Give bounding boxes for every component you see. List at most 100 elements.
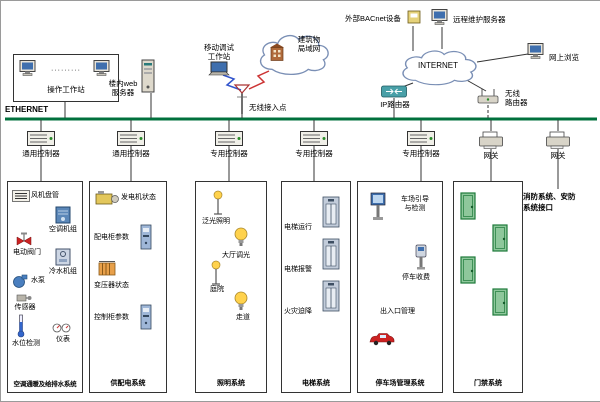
subsystem-power: 发电机状态 配电柜参数 变压器状态 控制柜参数 供配电系统 (89, 181, 167, 393)
pc-icon (93, 60, 113, 76)
gateway-icon (545, 131, 571, 149)
item-label: 水泵 (31, 277, 45, 284)
controller-label: 专用控制器 (295, 149, 333, 158)
web-server-icon (141, 59, 155, 93)
subsystem-lighting: 泛光照明 大厅调光 庭院 走道 照明系统 (195, 181, 267, 393)
item-label: 停车收费 (402, 274, 430, 281)
parking-meter-icon (414, 244, 428, 270)
remote-server-label: 远程维护服务器 (453, 15, 506, 24)
internet-links (396, 26, 529, 118)
valve-icon (16, 232, 32, 248)
laptop-icon (207, 61, 231, 77)
item-label: 冷水机组 (49, 268, 77, 275)
pc-icon (19, 60, 39, 76)
transformer-icon (98, 260, 116, 278)
item-label: 大厅调光 (222, 252, 250, 259)
lan-cloud-label: 建筑物 局域网 (297, 35, 321, 54)
controller-icon (27, 131, 55, 146)
gateway-label: 网关 (550, 151, 566, 160)
browse-label: 网上浏览 (549, 53, 579, 62)
building-icon (269, 43, 285, 61)
gauge-icon (52, 322, 72, 334)
item-label: 电动阀门 (13, 249, 41, 256)
item-label: 出入口管理 (380, 308, 415, 315)
web-server-label: 楼内web 服务器 (108, 79, 138, 98)
ethernet-label: ETHERNET (5, 105, 49, 114)
controller-icon (300, 131, 328, 146)
door-icon (460, 192, 476, 220)
subsystem-title: 停车场管理系统 (375, 380, 425, 387)
chiller-icon (55, 248, 71, 266)
item-label: 电梯运行 (284, 224, 312, 231)
wireless-ap-label: 无线接入点 (249, 103, 287, 112)
elevator-icon (322, 196, 340, 228)
controller-icon (117, 131, 145, 146)
cabinet-icon (140, 224, 152, 250)
pump-icon (12, 274, 28, 288)
door-icon (492, 288, 508, 316)
internet-cloud-label: INTERNET (418, 61, 458, 70)
subsystem-parking: 车场引导 与检测 停车收费 出入口管理 停车场管理系统 (357, 181, 443, 393)
ip-router-icon (381, 85, 407, 98)
item-label: 火灾迫降 (284, 308, 312, 315)
item-label: 传感器 (14, 304, 36, 311)
ac-unit-icon (55, 206, 71, 224)
controller-icon (215, 131, 243, 146)
controller-label: 通用控制器 (112, 149, 150, 158)
door-icon (460, 256, 476, 284)
subsystem-elevator: 电梯运行 电梯报警 火灾迫降 电梯系统 (281, 181, 351, 393)
item-label: 风机盘管 (31, 192, 59, 199)
drop-lines (40, 93, 559, 189)
item-label: 电梯报警 (284, 266, 312, 273)
subsystem-hvac: 风机盘管 空调机组 电动阀门 冷水机组 水泵 传感器 水位检测 仪表 空调通暖及… (7, 181, 83, 393)
cabinet-icon (140, 304, 152, 330)
subsystem-title: 门禁系统 (474, 380, 502, 387)
subsystem-access: 门禁系统 (453, 181, 523, 393)
fan-coil-icon (12, 190, 30, 202)
bulb-icon (234, 290, 248, 312)
wireless-link-lan (248, 70, 270, 90)
controller-icon (407, 131, 435, 146)
item-label: 控制柜参数 (94, 314, 129, 321)
gateway-label: 网关 (483, 151, 499, 160)
bulb-icon (234, 226, 248, 248)
subsystem-title: 供配电系统 (110, 380, 146, 387)
item-label: 配电柜参数 (94, 234, 129, 241)
bacnet-device-label: 外部BACnet设备 (345, 14, 401, 23)
item-label: 走道 (236, 314, 250, 321)
fire-security-note: 消防系统、安防 系统接口 (523, 192, 576, 213)
wireless-link-laptop (222, 74, 242, 91)
item-label: 泛光照明 (202, 218, 230, 225)
wireless-router-label: 无线 路由器 (505, 89, 528, 108)
controller-label: 专用控制器 (210, 149, 248, 158)
item-label: 庭院 (210, 286, 224, 293)
subsystem-title: 电梯系统 (302, 380, 330, 387)
mobile-workstation-label: 移动调试 工作站 (204, 43, 234, 62)
lamp-icon (212, 190, 224, 216)
guidance-kiosk-icon (370, 192, 386, 222)
car-icon (368, 332, 396, 346)
sensor-icon (16, 292, 32, 302)
item-label: 变压器状态 (94, 282, 129, 289)
wireless-router-icon (477, 87, 499, 105)
item-label: 发电机状态 (121, 194, 156, 201)
operator-workstation-group: ········· 操作工作站 (13, 54, 119, 102)
item-label: 水位检测 (12, 340, 40, 347)
elevator-icon (322, 238, 340, 270)
dots-label: ········· (51, 67, 81, 74)
operator-workstation-label: 操作工作站 (47, 85, 85, 94)
door-icon (492, 224, 508, 252)
item-label: 空调机组 (49, 226, 77, 233)
subsystem-title: 照明系统 (217, 380, 245, 387)
remote-server-icon (431, 9, 451, 25)
bacnet-device-icon (407, 9, 421, 25)
controller-label: 通用控制器 (22, 149, 60, 158)
item-label: 车场引导 与检测 (401, 196, 429, 212)
lamp-icon (210, 260, 222, 286)
controller-label: 专用控制器 (402, 149, 440, 158)
browse-pc-icon (527, 43, 547, 59)
item-label: 仪表 (56, 336, 70, 343)
ip-router-label: IP路由器 (380, 100, 410, 109)
